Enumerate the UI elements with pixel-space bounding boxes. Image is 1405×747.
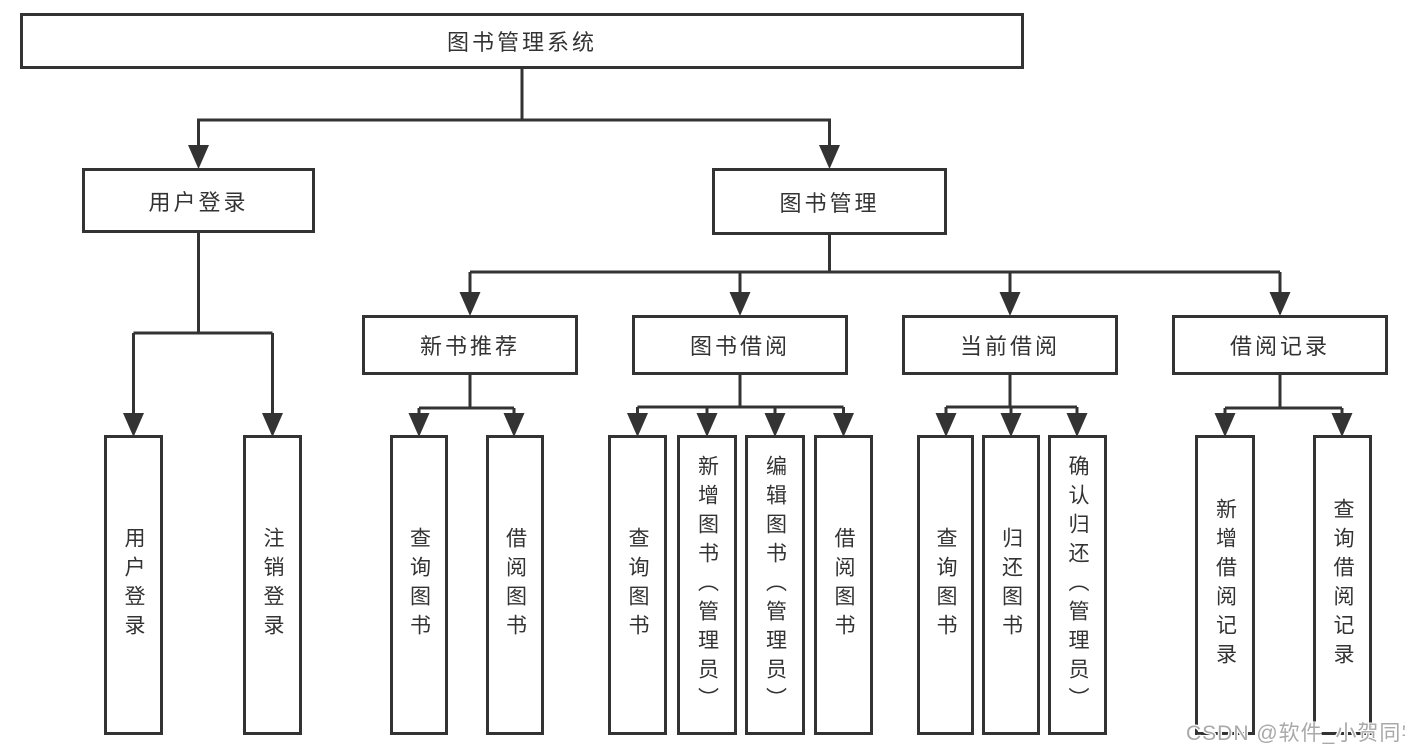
node-new-book-recommend: 新书推荐 <box>362 315 578 375</box>
node-user-login: 用户登录 <box>82 168 315 233</box>
connector-path <box>132 66 1344 415</box>
leaf-borrow-edit-admin: 编辑图书（管理员） <box>745 435 805 735</box>
leaf-logout: 注销登录 <box>243 435 302 735</box>
leaf-current-return: 归还图书 <box>982 435 1040 735</box>
node-current-borrow: 当前借阅 <box>902 315 1118 375</box>
leaf-borrow-query: 查询图书 <box>608 435 667 735</box>
leaf-current-query: 查询图书 <box>917 435 974 735</box>
leaf-records-query: 查询借阅记录 <box>1313 435 1372 735</box>
leaf-user-login: 用户登录 <box>104 435 163 735</box>
leaf-borrow-add-admin: 新增图书（管理员） <box>677 435 737 735</box>
leaf-records-add: 新增借阅记录 <box>1195 435 1255 735</box>
leaf-current-confirm-admin: 确认归还（管理员） <box>1048 435 1107 735</box>
node-borrow-records: 借阅记录 <box>1172 315 1388 375</box>
node-root: 图书管理系统 <box>20 13 1024 69</box>
node-book-borrow: 图书借阅 <box>632 315 848 375</box>
leaf-newbooks-query: 查询图书 <box>390 435 448 735</box>
leaf-borrow-borrow: 借阅图书 <box>814 435 873 735</box>
node-book-management: 图书管理 <box>712 168 947 235</box>
csdn-watermark: CSDN @软件_小贺同学 <box>1186 722 1405 745</box>
leaf-newbooks-borrow: 借阅图书 <box>486 435 544 735</box>
